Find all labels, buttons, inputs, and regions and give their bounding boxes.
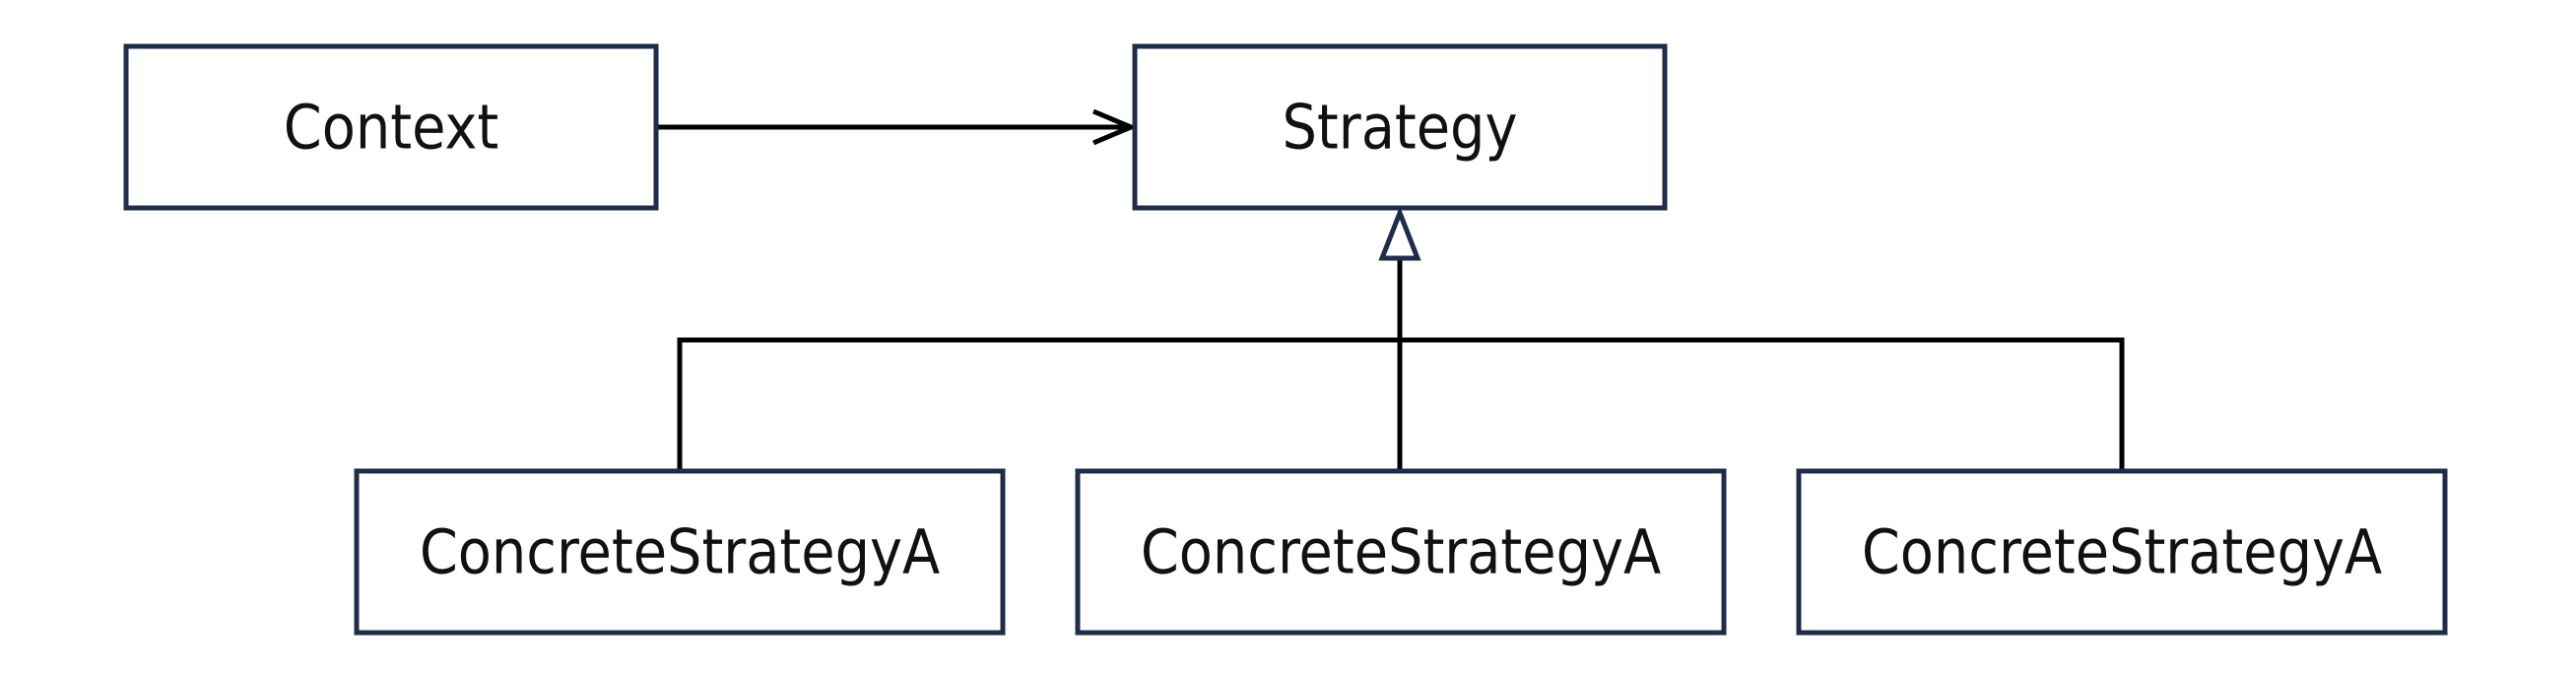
strategy-label: Strategy xyxy=(1283,92,1518,164)
inheritance-triangle xyxy=(1378,206,1421,261)
concrete-strategy-box-1[interactable]: ConcreteStrategyA xyxy=(354,468,1006,636)
context-box-border xyxy=(123,43,659,211)
context-label: Context xyxy=(284,92,498,164)
concrete-strategy-box-border xyxy=(354,468,1006,636)
strategy-box-border xyxy=(1132,43,1668,211)
concrete-strategy-box-border xyxy=(1075,468,1727,636)
concrete-strategy-label: ConcreteStrategyA xyxy=(420,516,940,588)
concrete-strategy-box-3[interactable]: ConcreteStrategyA xyxy=(1796,468,2448,636)
concrete-strategy-label: ConcreteStrategyA xyxy=(1862,516,2382,588)
concrete-strategy-label: ConcreteStrategyA xyxy=(1141,516,1661,588)
concrete-strategy-box-border xyxy=(1796,468,2448,636)
association-arrowhead xyxy=(1092,108,1138,146)
inheritance-branches xyxy=(677,337,2125,471)
concrete-strategy-box-2[interactable]: ConcreteStrategyA xyxy=(1075,468,1727,636)
context-class-box[interactable]: Context xyxy=(123,43,659,211)
strategy-class-box[interactable]: Strategy xyxy=(1132,43,1668,211)
